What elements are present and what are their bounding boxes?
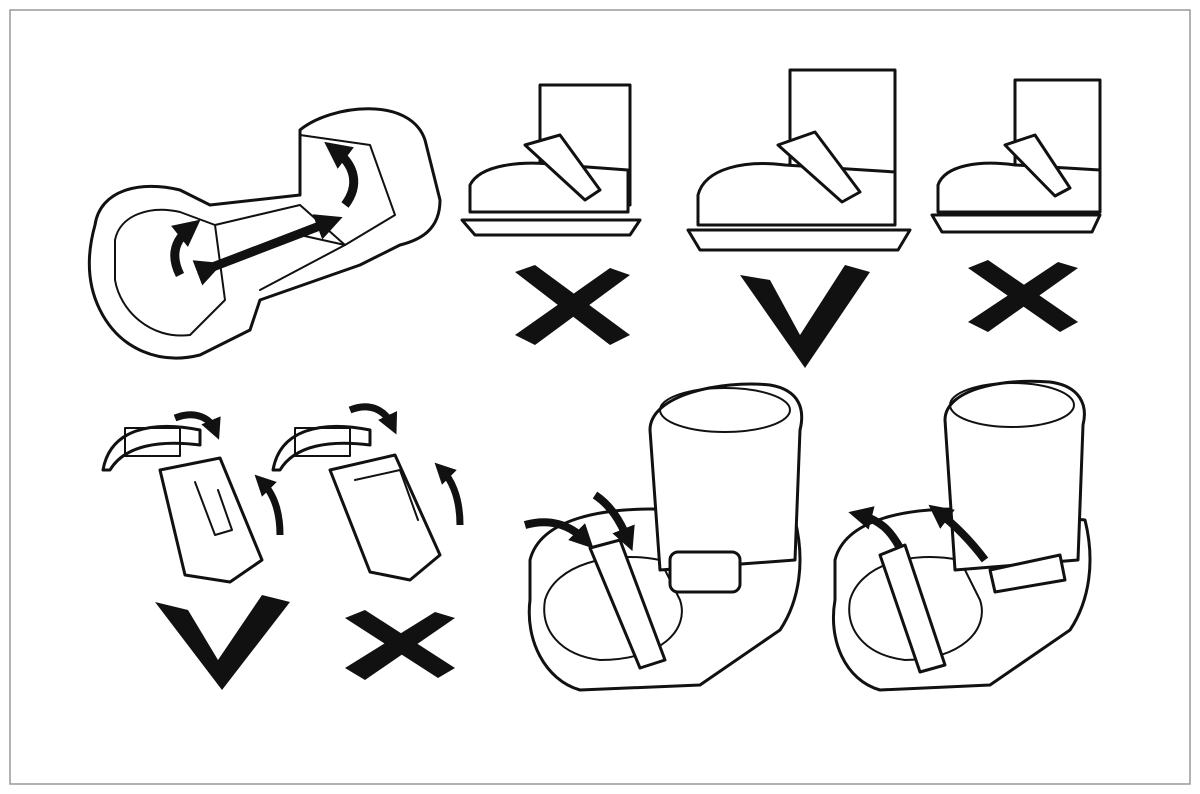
boot-too-small-panel [460, 83, 642, 237]
curved-arrow-icon [348, 403, 398, 435]
ankle-strap [588, 538, 667, 670]
cross-icon [345, 610, 455, 680]
curved-arrow-icon [848, 506, 904, 550]
ankle-strap [1003, 133, 1072, 198]
check-icon [740, 265, 870, 368]
toe-strap [988, 553, 1067, 594]
release-straps-panel [832, 379, 1092, 692]
binding-tray-panel [87, 107, 442, 360]
double-arrow-icon [192, 214, 343, 286]
cross-icon [968, 260, 1078, 332]
curved-arrow-icon [928, 504, 989, 563]
curved-arrow-icon [592, 491, 635, 552]
curved-arrow-icon [434, 462, 464, 526]
curved-arrow-icon [324, 141, 359, 208]
ankle-strap [523, 133, 602, 202]
check-icon [155, 595, 290, 690]
fasten-straps-panel [523, 382, 804, 692]
strap-buckle-incorrect-panel [271, 403, 464, 582]
cross-icon [515, 265, 630, 345]
curved-arrow-icon [170, 219, 201, 278]
ankle-strap [776, 130, 862, 204]
page-frame [9, 9, 1191, 785]
curved-arrow-icon [523, 518, 594, 549]
boot-correct-size-panel [686, 68, 912, 252]
curved-arrow-icon [254, 474, 284, 536]
strap-buckle-correct-panel [101, 411, 284, 584]
curved-arrow-icon [173, 411, 221, 440]
boot-too-large-panel [930, 78, 1102, 234]
